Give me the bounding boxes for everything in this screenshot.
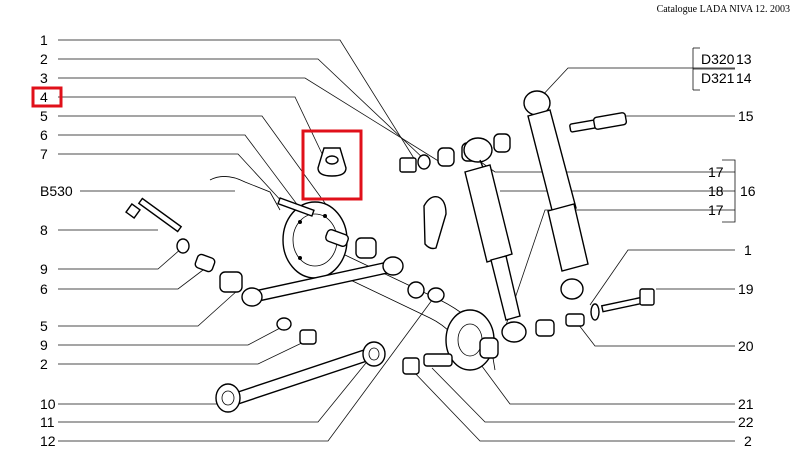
callout-label: 10 — [40, 396, 56, 412]
leader-lines-right — [411, 47, 736, 442]
callout-label: 14 — [736, 70, 752, 86]
callout-label: 9 — [40, 261, 48, 277]
bracket-label: D320 — [701, 51, 735, 67]
callout-label: 20 — [738, 338, 754, 354]
callout-label: 8 — [40, 222, 48, 238]
shock-absorber-right — [523, 90, 589, 300]
top-fasteners — [399, 133, 511, 173]
callout-label: 6 — [40, 127, 48, 143]
callout-label: 17 — [708, 164, 724, 180]
callout-label: 21 — [738, 396, 754, 412]
callout-label: 18 — [708, 183, 724, 199]
callout-label: 19 — [738, 281, 754, 297]
callout-label: B530 — [40, 183, 73, 199]
callout-label: 7 — [40, 146, 48, 162]
callout-label: 1 — [40, 32, 48, 48]
callout-label: 6 — [40, 281, 48, 297]
callout-label: 13 — [736, 51, 752, 67]
callout-label: 12 — [40, 433, 56, 449]
callout-label: 17 — [708, 202, 724, 218]
bolt-19-assembly — [565, 288, 655, 327]
bolts-7-8 — [125, 197, 315, 233]
callout-label: 9 — [40, 337, 48, 353]
callout-label: 2 — [40, 51, 48, 67]
callout-label: 2 — [744, 433, 752, 449]
callout-4-highlight — [31, 86, 63, 108]
callout-label: 5 — [40, 318, 48, 334]
callout-label: 11 — [40, 414, 55, 430]
callout-label: 22 — [738, 414, 754, 430]
bolt-15 — [569, 112, 628, 133]
bracket-label: D321 — [701, 70, 735, 86]
callout-label-highlighted: 4 — [40, 89, 48, 105]
part-4-highlight — [301, 129, 363, 201]
callout-label: 1 — [744, 242, 752, 258]
callouts-right: 13 14 15 17 18 17 16 1 19 20 21 22 2 D32… — [701, 51, 756, 449]
callouts-left: 1 2 3 4 5 6 7 B530 8 9 6 5 9 2 10 11 12 — [40, 32, 73, 449]
callout-label: 2 — [40, 356, 48, 372]
callout-label: 15 — [738, 108, 754, 124]
rubber-buffer-part — [317, 147, 347, 177]
upper-link-rod — [241, 256, 404, 307]
leader-lines-left — [58, 39, 441, 442]
callout-label: 3 — [40, 70, 48, 86]
catalogue-header: Catalogue LADA NIVA 12. 2003 — [656, 4, 790, 15]
lower-link-rod — [215, 341, 386, 413]
shock-absorber-left — [463, 137, 527, 343]
callout-label: 16 — [740, 183, 756, 199]
callout-label: 5 — [40, 108, 48, 124]
buffer-cone-part — [423, 196, 447, 250]
bushings — [176, 229, 555, 375]
